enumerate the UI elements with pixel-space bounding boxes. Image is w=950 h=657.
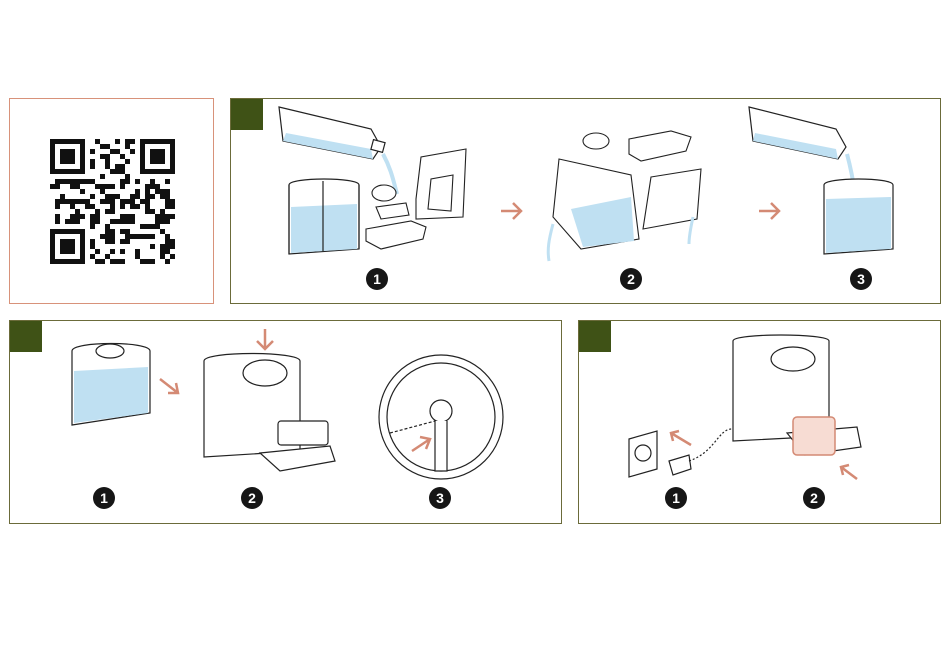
step-2-badge: 2 xyxy=(620,268,642,290)
refill-tank-icon xyxy=(749,107,893,254)
push-arrow-icon xyxy=(257,329,273,349)
cup-icon xyxy=(793,417,835,455)
rinse-arrow-icon xyxy=(759,203,779,219)
insert-arrow-icon xyxy=(160,379,178,393)
coffee-machine-icon xyxy=(204,354,335,472)
setup-panel: 1 2 3 xyxy=(9,320,562,524)
qr-code-panel xyxy=(9,98,214,304)
wall-socket-icon xyxy=(629,431,657,477)
qr-code-icon[interactable] xyxy=(10,99,215,305)
step-2-badge: 2 xyxy=(241,487,263,509)
lever-dial-icon xyxy=(379,355,503,479)
plug-arrow-icon xyxy=(671,431,691,445)
step-1-badge: 1 xyxy=(93,487,115,509)
step-1-badge: 1 xyxy=(665,487,687,509)
drip-tray-icon xyxy=(366,149,466,249)
rinse-arrow-icon xyxy=(501,203,521,219)
rinse-illustration xyxy=(231,99,942,305)
step-1-badge: 1 xyxy=(366,268,388,290)
power-panel: 1 2 xyxy=(578,320,941,524)
step-2-badge: 2 xyxy=(803,487,825,509)
power-illustration xyxy=(579,321,942,525)
rinse-parts-icon xyxy=(548,131,701,261)
rinse-tank-panel: 1 2 3 xyxy=(230,98,941,304)
step-3-badge: 3 xyxy=(850,268,872,290)
water-tank-icon xyxy=(289,179,359,254)
cup-arrow-icon xyxy=(841,465,857,479)
water-tank-icon xyxy=(72,344,150,426)
step-3-badge: 3 xyxy=(429,487,451,509)
